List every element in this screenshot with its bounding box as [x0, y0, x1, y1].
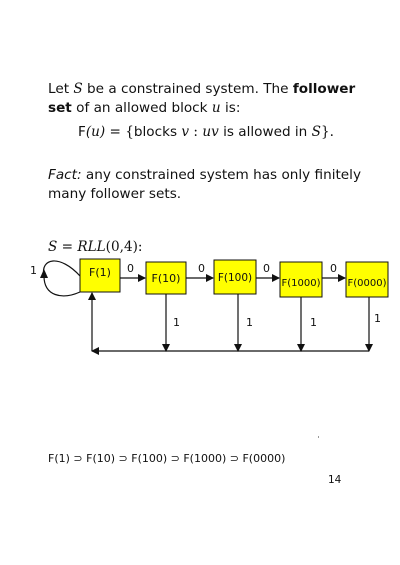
term-follower: follower: [292, 81, 356, 97]
follower-set-chain: F(1) ⊃ F(10) ⊃ F(100) ⊃ F(1000) ⊃ F(0000…: [48, 452, 286, 465]
self-loop-label: 1: [30, 264, 37, 277]
page-number: 14: [328, 474, 342, 486]
node-label: F(1000): [281, 278, 320, 289]
math-var-s-def: S: [311, 124, 321, 140]
fact-text-1: any constrained system has only finitely: [85, 167, 361, 183]
fact-text-2: many follower sets.: [48, 186, 182, 202]
math-func-f: F: [78, 124, 86, 140]
self-loop-arrowhead: [40, 269, 48, 278]
edge-1-label: 1: [173, 316, 180, 329]
paragraph-follower-set-line1: Let S be a constrained system. The follo…: [48, 80, 355, 99]
math-close-brace: }.: [320, 124, 334, 140]
math-var-s: S: [73, 81, 83, 97]
math-rll: RLL: [77, 239, 106, 255]
node-f1: F(1): [79, 258, 121, 293]
math-equals: =: [61, 239, 74, 255]
node-label: F(100): [218, 272, 252, 284]
node-f1000: F(1000): [279, 261, 323, 298]
term-set: set: [48, 100, 72, 116]
node-f0000: F(0000): [345, 261, 389, 298]
math-var-v: v: [181, 124, 190, 140]
math-eq-brace: = {: [109, 124, 134, 140]
self-loop-edge: [42, 260, 81, 297]
math-var-uv: uv: [202, 124, 219, 140]
edge-0-label: 0: [127, 262, 134, 275]
fact-line1: Fact: any constrained system has only fi…: [48, 166, 361, 185]
node-box: [345, 261, 389, 298]
text-constrained-system: be a constrained system. The: [87, 81, 289, 97]
speck-mark: [318, 436, 319, 438]
math-colon: :: [193, 124, 198, 140]
text-let: Let: [48, 81, 70, 97]
math-var-u: u: [211, 100, 221, 116]
node-label: F(1): [89, 266, 111, 279]
edge-0-label: 0: [198, 262, 205, 275]
node-label: F(0000): [347, 278, 386, 289]
edge-0-label: 0: [263, 262, 270, 275]
system-definition: S = RLL(0,4):: [48, 238, 142, 257]
text-of-allowed-block: of an allowed block: [76, 100, 208, 116]
edge-1-label: 1: [374, 312, 381, 325]
node-box: [213, 259, 257, 295]
node-f10: F(10): [145, 261, 187, 295]
definition-formula: F(u) = {blocks v : uv is allowed in S}.: [78, 123, 334, 142]
node-label: F(10): [152, 272, 181, 285]
math-arg-u: (u): [85, 124, 106, 140]
node-f100: F(100): [213, 259, 257, 295]
edge-1-label: 1: [246, 316, 253, 329]
text-blocks: blocks: [133, 124, 178, 140]
text-is: is:: [224, 100, 241, 116]
math-var-s-system: S: [48, 239, 58, 255]
edge-0-label: 0: [330, 262, 337, 275]
math-rll-params: (0,4):: [105, 239, 143, 255]
fact-label: Fact:: [48, 167, 82, 183]
fact-line2: many follower sets.: [48, 185, 181, 204]
text-is-allowed-in: is allowed in: [223, 124, 308, 140]
node-box: [279, 261, 323, 298]
paragraph-follower-set-line2: set of an allowed block u is:: [48, 99, 240, 118]
node-box: [79, 258, 121, 293]
edge-1-label: 1: [310, 316, 317, 329]
